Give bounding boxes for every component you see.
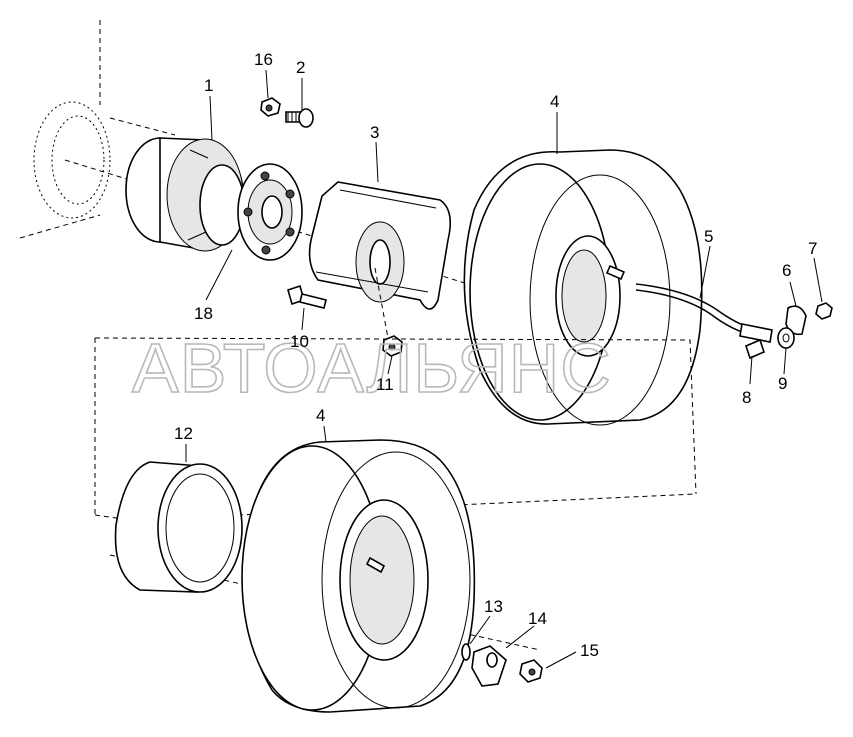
callout-7: 7 [808,239,817,258]
ring-part-12 [114,461,243,593]
callout-11: 11 [376,375,394,394]
callout-4-lower: 4 [316,406,325,425]
bolt-part-10 [287,284,327,309]
drum-part-18 [237,163,303,261]
callout-9: 9 [778,374,787,393]
nut-part-7 [815,302,833,320]
callout-10: 10 [290,332,309,351]
watermark: АВТОАЛЬЯНС [132,329,612,407]
callout-15: 15 [580,641,599,660]
hose-part-5 [635,283,773,343]
bracket-part-14 [471,645,507,687]
bolt-part-2 [285,108,314,128]
pin-part-13 [461,643,471,661]
callout-12: 12 [174,424,193,443]
spacer-part-3 [308,181,451,310]
washer-part-9 [777,327,795,349]
callout-5: 5 [704,227,713,246]
leader-lines [185,69,823,669]
upper-tire-part-4 [463,149,703,426]
callout-13: 13 [484,597,503,616]
callout-6: 6 [782,261,791,280]
lower-tire-part-4 [241,439,476,713]
callout-1: 1 [204,76,213,95]
callout-16: 16 [254,50,273,69]
nut-part-11 [374,267,403,357]
callout-14: 14 [528,609,547,628]
hub-part-1 [125,137,245,252]
nut-part-16 [260,97,281,117]
callout-3: 3 [370,123,379,142]
screw-part-8 [745,338,765,360]
callout-2: 2 [296,58,305,77]
nut-part-15 [519,659,543,683]
callout-4-upper: 4 [550,92,559,111]
callout-8: 8 [742,388,751,407]
callout-18: 18 [194,304,213,323]
